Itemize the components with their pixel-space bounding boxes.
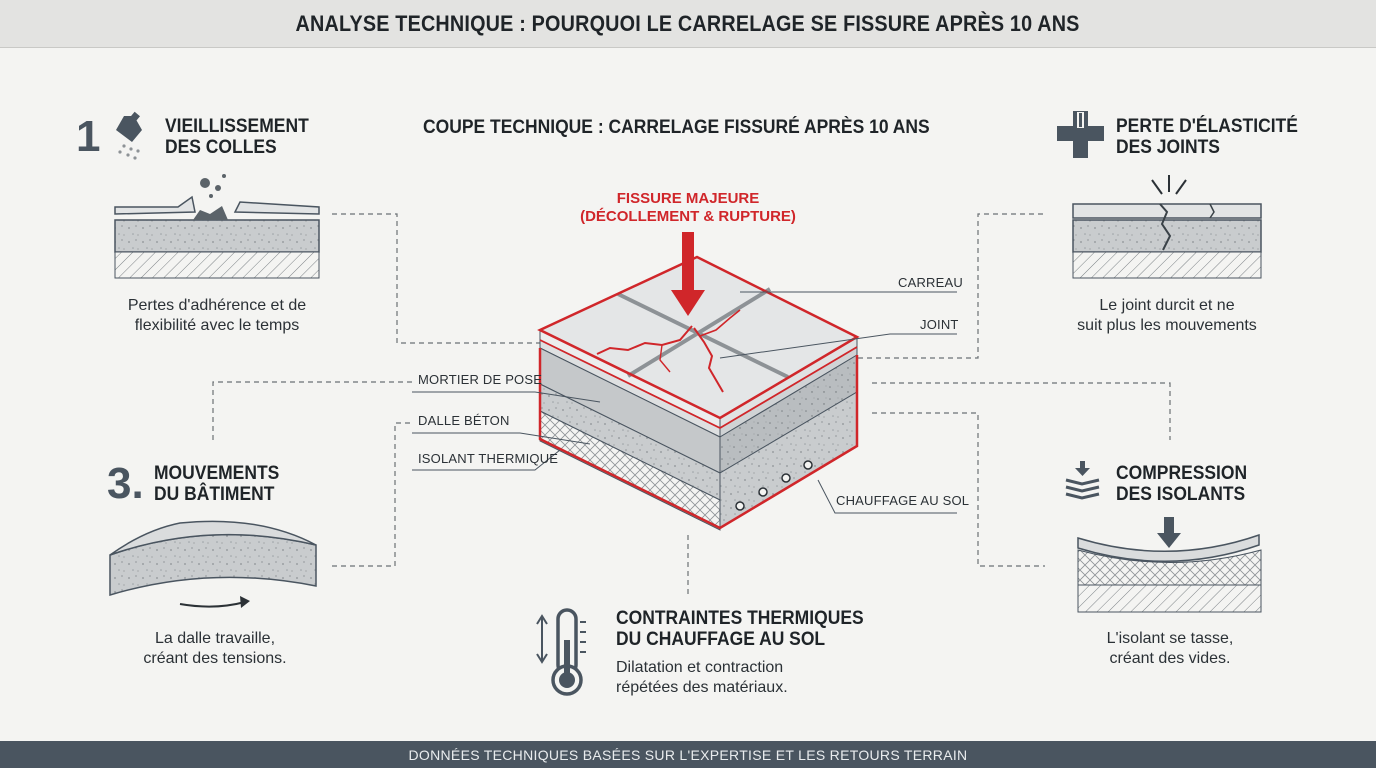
cause4-title-line2: DES ISOLANTS bbox=[1116, 484, 1246, 505]
page-header: ANALYSE TECHNIQUE : POURQUOI LE CARRELAG… bbox=[0, 0, 1376, 48]
cause2-illustration bbox=[1072, 175, 1262, 279]
cause5-title-line2: DU CHAUFFAGE AU SOL bbox=[616, 629, 826, 650]
cause1-illustration bbox=[114, 174, 320, 279]
cause5-desc-line1: Dilatation et contraction bbox=[616, 659, 784, 676]
layer-label-dalle: DALLE BÉTON bbox=[418, 413, 510, 428]
compression-icon bbox=[1065, 461, 1100, 500]
cause2-desc-line1: Le joint durcit et ne bbox=[1099, 297, 1235, 314]
page-title: ANALYSE TECHNIQUE : POURQUOI LE CARRELAG… bbox=[295, 10, 1081, 36]
cause1-number: 1 bbox=[76, 112, 101, 161]
cause4-title: COMPRESSION DES ISOLANTS bbox=[1116, 463, 1300, 505]
cause3-title-line1: MOUVEMENTS bbox=[154, 463, 280, 484]
cause2-title-line1: PERTE D'ÉLASTICITÉ bbox=[1116, 116, 1298, 137]
cause3-title-line2: DU BÂTIMENT bbox=[154, 484, 275, 505]
crack-label-line2: (DÉCOLLEMENT & RUPTURE) bbox=[580, 208, 796, 225]
layer-leaders bbox=[412, 291, 957, 514]
cause1-title-line1: VIEILLISSEMENT bbox=[165, 116, 309, 137]
cause4-illustration bbox=[1077, 517, 1262, 613]
cause2-title: PERTE D'ÉLASTICITÉ DES JOINTS bbox=[1116, 116, 1318, 158]
cause5-desc-line2: répétées des matériaux. bbox=[616, 679, 788, 696]
tile-cross-section bbox=[537, 232, 860, 531]
thermometer-icon bbox=[536, 608, 586, 696]
cause5-description: Dilatation et contraction répétées des m… bbox=[616, 658, 876, 698]
layer-label-joint: JOINT bbox=[920, 317, 959, 332]
cause3-description: La dalle travaille, créant des tensions. bbox=[95, 629, 335, 669]
cause3-desc-line2: créant des tensions. bbox=[143, 650, 287, 667]
cause4-desc-line2: créant des vides. bbox=[1109, 650, 1231, 667]
cause2-title-line2: DES JOINTS bbox=[1116, 137, 1220, 158]
cause3-number: 3. bbox=[107, 459, 144, 508]
cause3-desc-line1: La dalle travaille, bbox=[154, 630, 276, 647]
layer-label-isolant: ISOLANT THERMIQUE bbox=[418, 451, 559, 466]
joint-cross-icon bbox=[1057, 111, 1104, 158]
crack-label-line1: FISSURE MAJEURE bbox=[616, 190, 760, 207]
center-diagram-title: COUPE TECHNIQUE : CARRELAGE FISSURÉ APRÈ… bbox=[423, 117, 930, 138]
cause2-description: Le joint durcit et ne suit plus les mouv… bbox=[1047, 296, 1287, 336]
cause4-description: L'isolant se tasse, créant des vides. bbox=[1050, 629, 1290, 669]
cause1-desc-line2: flexibilité avec le temps bbox=[134, 317, 300, 334]
cause3-title: MOUVEMENTS DU BÂTIMENT bbox=[154, 463, 338, 505]
cause5-title-line1: CONTRAINTES THERMIQUES bbox=[616, 608, 864, 629]
connector-lines bbox=[212, 213, 1171, 595]
footer-text: DONNÉES TECHNIQUES BASÉES SUR L'EXPERTIS… bbox=[408, 746, 968, 763]
cause1-title: VIEILLISSEMENT DES COLLES bbox=[165, 116, 349, 158]
cause5-title: CONTRAINTES THERMIQUES DU CHAUFFAGE AU S… bbox=[616, 608, 892, 650]
cause1-title-line2: DES COLLES bbox=[165, 137, 277, 158]
layer-label-carreau: CARREAU bbox=[898, 275, 963, 290]
layer-label-chauffage: CHAUFFAGE AU SOL bbox=[836, 493, 970, 508]
cause1-desc-line1: Pertes d'adhérence et de bbox=[127, 297, 307, 314]
cause3-illustration bbox=[109, 520, 317, 608]
layer-label-mortier: MORTIER DE POSE bbox=[418, 372, 543, 387]
page-footer: DONNÉES TECHNIQUES BASÉES SUR L'EXPERTIS… bbox=[0, 741, 1376, 768]
cause4-desc-line1: L'isolant se tasse, bbox=[1106, 630, 1234, 647]
crack-label: FISSURE MAJEURE (DÉCOLLEMENT & RUPTURE) bbox=[568, 190, 808, 226]
glue-bottle-icon bbox=[116, 111, 142, 160]
cause4-title-line1: COMPRESSION bbox=[1116, 463, 1248, 484]
cause1-description: Pertes d'adhérence et de flexibilité ave… bbox=[97, 296, 337, 336]
cause2-desc-line2: suit plus les mouvements bbox=[1077, 317, 1257, 334]
